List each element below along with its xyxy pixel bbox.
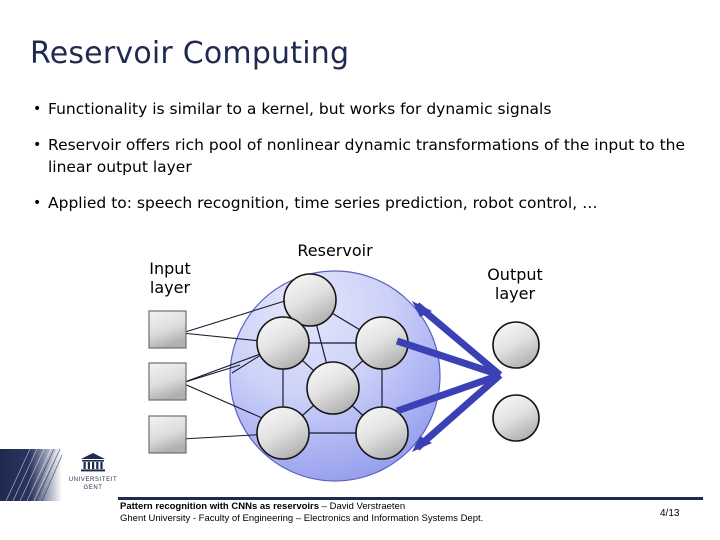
reservoir-node [355, 406, 409, 460]
input-nodes [148, 310, 187, 454]
bullet-text: Reservoir offers rich pool of nonlinear … [48, 136, 686, 176]
reservoir-label: Reservoir [297, 241, 373, 260]
diagram-canvas [148, 270, 540, 482]
output-node [492, 394, 540, 442]
page-title: Reservoir Computing [30, 36, 350, 71]
logo-wordmark-line2: GENT [83, 484, 103, 491]
logo-wordmark: UNIVERSITEIT GENT [62, 477, 124, 492]
bullet-dot-icon: • [33, 101, 42, 117]
input-layer-label: Input layer [130, 259, 210, 297]
banner-texture [0, 448, 63, 502]
footer-line-1: Pattern recognition with CNNs as reservo… [120, 501, 640, 513]
ghent-banner-block [0, 448, 63, 502]
ghent-university-logo: UNIVERSITEIT GENT [62, 452, 124, 498]
input-node [148, 362, 187, 401]
input-layer-label-line1: Input [149, 259, 191, 278]
reservoir-node [283, 273, 337, 327]
output-layer-label-line2: layer [494, 284, 536, 303]
bullet-dot-icon: • [33, 195, 42, 211]
footer-author: – David Verstraeten [319, 501, 406, 512]
output-layer-label-line1: Output [487, 265, 543, 284]
bullet-item-2: • Reservoir offers rich pool of nonlinea… [30, 134, 690, 178]
university-building-icon [81, 453, 105, 472]
output-nodes [492, 321, 540, 442]
bullet-text: Applied to: speech recognition, time ser… [48, 194, 598, 212]
output-arrowheads [412, 301, 432, 452]
bullet-item-3: • Applied to: speech recognition, time s… [30, 192, 690, 214]
reservoir-node [256, 406, 310, 460]
output-layer-label: Output layer [470, 265, 560, 303]
output-arrows [395, 302, 503, 451]
reservoir-nodes [256, 273, 409, 460]
footer-divider [118, 497, 703, 500]
footer: Pattern recognition with CNNs as reservo… [120, 501, 640, 524]
input-node [148, 415, 187, 454]
footer-presentation-title: Pattern recognition with CNNs as reservo… [120, 501, 320, 512]
reservoir-node [256, 316, 310, 370]
bullet-list: • Functionality is similar to a kernel, … [30, 98, 690, 228]
bullet-text: Functionality is similar to a kernel, bu… [48, 100, 552, 118]
bullet-item-1: • Functionality is similar to a kernel, … [30, 98, 690, 120]
logo-wordmark-line1: UNIVERSITEIT [68, 477, 118, 483]
page-number: 4/13 [660, 508, 680, 519]
input-layer-label-line2: layer [149, 278, 191, 297]
footer-affiliation: Ghent University - Faculty of Engineerin… [120, 512, 484, 524]
reservoir-computing-diagram: Input layer Reservoir Output layer [120, 241, 580, 488]
input-node [148, 310, 187, 349]
bullet-dot-icon: • [33, 137, 42, 153]
reservoir-node [306, 361, 360, 415]
output-node [492, 321, 540, 369]
